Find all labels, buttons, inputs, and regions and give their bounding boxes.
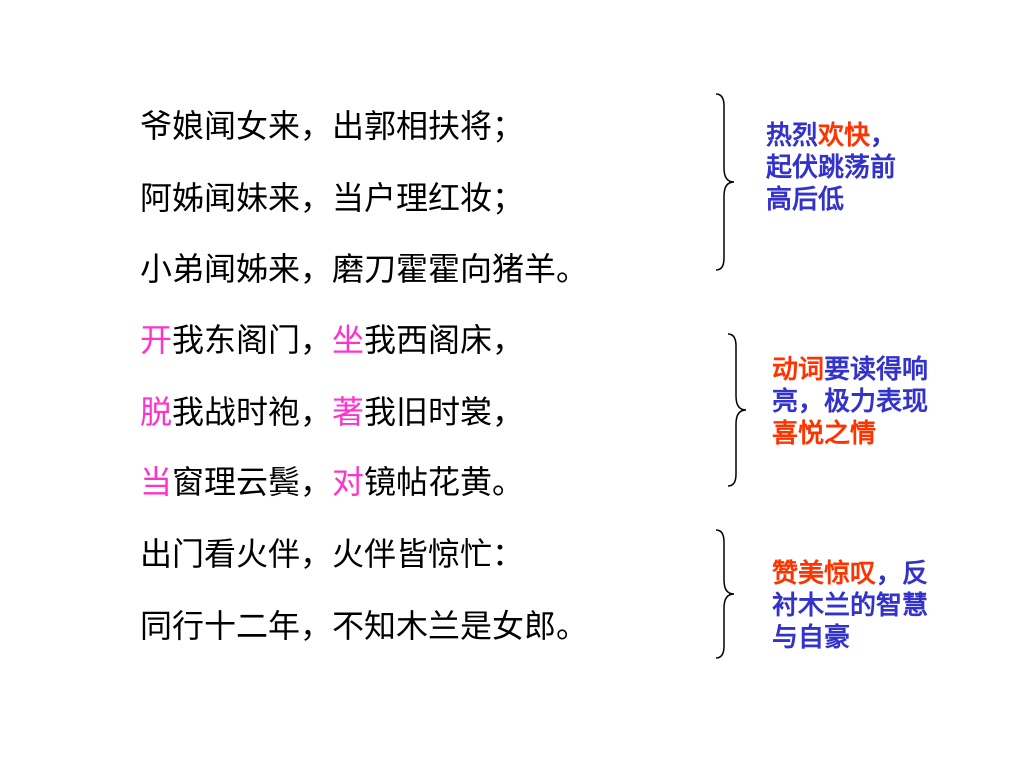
- note-text: 高后低: [766, 185, 845, 215]
- verb-highlight: 开: [140, 321, 173, 359]
- annotation-note-1: 热烈欢快， 起伏跳荡前 高后低: [766, 120, 896, 216]
- annotation-note-3: 赞美惊叹，反 衬木兰的智慧 与自豪: [772, 558, 928, 654]
- right-brace-icon: [715, 93, 735, 271]
- note-line: 动词要读得响: [772, 354, 928, 386]
- annotation-note-2: 动词要读得响 亮，极力表现 喜悦之情: [772, 354, 928, 450]
- note-text: 热烈: [766, 121, 819, 151]
- verb-highlight: 当: [140, 463, 173, 501]
- poem-text: 我西阁床，: [364, 321, 525, 359]
- poem-text: 小弟闻姊来，磨刀霍霍向猪羊。: [140, 250, 589, 288]
- note-text: 起伏跳荡前: [766, 153, 897, 183]
- poem-line-8: 同行十二年，不知木兰是女郎。: [140, 606, 588, 646]
- note-line: 喜悦之情: [772, 418, 928, 450]
- poem-line-6: 当窗理云鬓，对镜帖花黄。: [140, 462, 524, 502]
- poem-text: 同行十二年，不知木兰是女郎。: [140, 607, 589, 645]
- note-text: 亮，极力表现: [772, 387, 929, 417]
- note-line: 热烈欢快，: [766, 120, 896, 152]
- poem-text: 我东阁门，: [172, 321, 333, 359]
- poem-text: 爷娘闻女来，出郭相扶将；: [140, 107, 525, 145]
- verb-highlight: 坐: [332, 321, 365, 359]
- verb-highlight: 脱: [140, 393, 173, 431]
- note-text: ，: [870, 121, 897, 151]
- poem-text: 出门看火伴，火伴皆惊忙：: [140, 535, 525, 573]
- note-line: 亮，极力表现: [772, 386, 928, 418]
- poem-line-3: 小弟闻姊来，磨刀霍霍向猪羊。: [140, 249, 588, 289]
- verb-highlight: 著: [332, 393, 365, 431]
- note-text: ，反: [876, 559, 929, 589]
- poem-line-1: 爷娘闻女来，出郭相扶将；: [140, 106, 524, 146]
- poem-line-2: 阿姊闻妹来，当户理红妆；: [140, 178, 524, 218]
- right-brace-icon: [727, 333, 747, 487]
- note-line: 高后低: [766, 184, 896, 216]
- note-text: 动词: [772, 355, 825, 385]
- note-text: 衬木兰的智慧: [772, 591, 929, 621]
- note-text: 赞美惊叹: [772, 559, 877, 589]
- note-line: 衬木兰的智慧: [772, 590, 928, 622]
- note-text: 喜悦之情: [772, 419, 877, 449]
- note-text: 欢快: [818, 121, 871, 151]
- poem-text: 窗理云鬓，: [172, 463, 333, 501]
- note-text: 要读得响: [824, 355, 929, 385]
- poem-text: 我旧时裳，: [364, 393, 525, 431]
- poem-line-4: 开我东阁门，坐我西阁床，: [140, 320, 524, 360]
- poem-line-7: 出门看火伴，火伴皆惊忙：: [140, 534, 524, 574]
- poem-line-5: 脱我战时袍，著我旧时裳，: [140, 392, 524, 432]
- note-text: 与自豪: [772, 623, 851, 653]
- poem-text: 我战时袍，: [172, 393, 333, 431]
- verb-highlight: 对: [332, 463, 365, 501]
- poem-text: 阿姊闻妹来，当户理红妆；: [140, 179, 525, 217]
- right-brace-icon: [715, 529, 735, 659]
- note-line: 起伏跳荡前: [766, 152, 896, 184]
- poem-text: 镜帖花黄。: [364, 463, 525, 501]
- note-line: 赞美惊叹，反: [772, 558, 928, 590]
- note-line: 与自豪: [772, 622, 928, 654]
